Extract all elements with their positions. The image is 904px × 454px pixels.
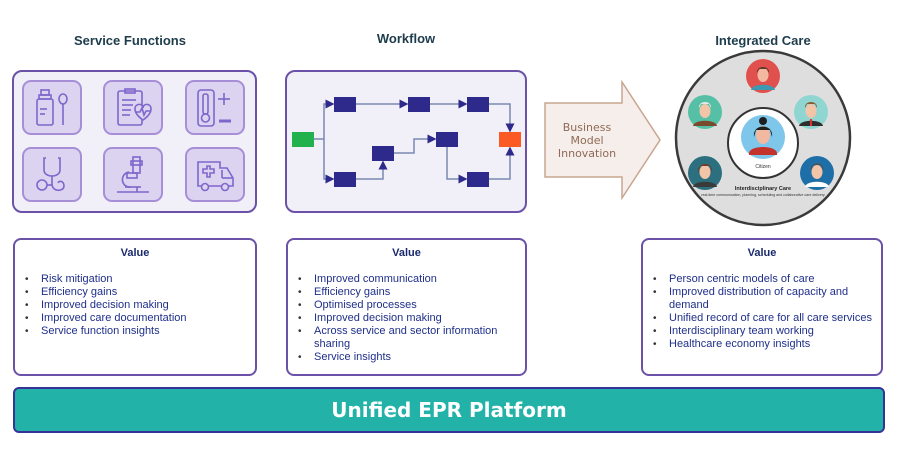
medicine-bottle-spoon-icon — [36, 89, 68, 126]
connector-mid-right — [393, 134, 437, 154]
integrated-care-diagram — [674, 49, 852, 227]
value-item: Unified record of care for all care serv… — [651, 312, 875, 325]
avatar-social-worker — [688, 156, 722, 190]
stethoscope-icon — [36, 157, 65, 192]
value-title: Value — [392, 247, 421, 259]
value-item: Improved decision making — [296, 312, 519, 325]
service-functions-heading: Service Functions — [74, 33, 186, 48]
workflow-value-box: Value Improved communication Efficiency … — [286, 238, 527, 376]
workflow-heading: Workflow — [376, 31, 436, 46]
workflow-step-node — [372, 146, 394, 161]
value-item: Improved decision making — [23, 299, 249, 312]
interdisciplinary-care-title: Interdisciplinary Care — [734, 186, 792, 192]
workflow-step-node — [334, 172, 356, 187]
value-item: Healthcare economy insights — [651, 338, 875, 351]
value-item: Optimised processes — [296, 299, 519, 312]
value-item: Improved distribution of capacity and de… — [651, 286, 875, 312]
thermometer-icon — [197, 89, 231, 127]
integrated-care-value-box: Value Person centric models of care Impr… — [641, 238, 883, 376]
tile-ambulance — [185, 147, 245, 202]
tile-clipboard — [103, 80, 163, 135]
business-model-arrow — [544, 79, 661, 201]
unified-epr-platform-bar: Unified EPR Platform — [13, 387, 885, 433]
tile-microscope — [103, 147, 163, 202]
workflow-step-node — [408, 97, 430, 112]
workflow-start-node — [292, 132, 314, 147]
value-item: Improved care documentation — [23, 312, 249, 325]
tile-stethoscope — [22, 147, 82, 202]
connector-right-down — [446, 147, 468, 184]
connector-split-top — [323, 99, 335, 139]
value-list: Risk mitigation Efficiency gains Improve… — [23, 273, 249, 338]
clipboard-heart-icon — [117, 88, 152, 126]
value-title: Value — [120, 247, 150, 259]
business-model-label: Business Model Innovation — [557, 121, 617, 160]
workflow-step-node — [436, 132, 458, 147]
value-item: Across service and sector information sh… — [296, 325, 519, 351]
avatar-doctor — [800, 156, 834, 190]
value-item: Service function insights — [23, 325, 249, 338]
integrated-care-heading: Integrated Care — [715, 33, 811, 48]
value-item: Efficiency gains — [296, 286, 519, 299]
service-functions-value-box: Value Risk mitigation Efficiency gains I… — [13, 238, 257, 376]
connector-split-bottom — [323, 139, 335, 184]
citizen-label: Citizen — [755, 164, 771, 170]
avatar-care-worker — [746, 59, 780, 93]
citizen-avatar — [741, 115, 785, 159]
value-item: Efficiency gains — [23, 286, 249, 299]
value-list: Person centric models of care Improved d… — [651, 273, 875, 351]
value-list: Improved communication Efficiency gains … — [296, 273, 519, 364]
value-item: Person centric models of care — [651, 273, 875, 286]
workflow-step-node — [467, 172, 489, 187]
workflow-step-node — [467, 97, 489, 112]
workflow-panel — [285, 70, 527, 213]
connector-bottom-1-mid — [356, 160, 388, 180]
connector-bottom-2-end — [488, 146, 515, 180]
interdisciplinary-care-subtitle: real-time communication, planning, sched… — [701, 193, 825, 197]
microscope-icon — [117, 156, 149, 193]
value-item: Improved communication — [296, 273, 519, 286]
service-functions-panel — [12, 70, 257, 213]
value-title: Value — [747, 247, 777, 259]
workflow-step-node — [334, 97, 356, 112]
avatar-manager — [794, 95, 828, 129]
value-item: Interdisciplinary team working — [651, 325, 875, 338]
value-item: Service insights — [296, 351, 519, 364]
connector-top-3-end — [488, 103, 515, 133]
ambulance-icon — [197, 161, 234, 192]
workflow-end-node — [499, 132, 521, 147]
tile-medicine — [22, 80, 82, 135]
tile-thermometer — [185, 80, 245, 135]
avatar-elderly-carer — [688, 95, 722, 129]
value-item: Risk mitigation — [23, 273, 249, 286]
